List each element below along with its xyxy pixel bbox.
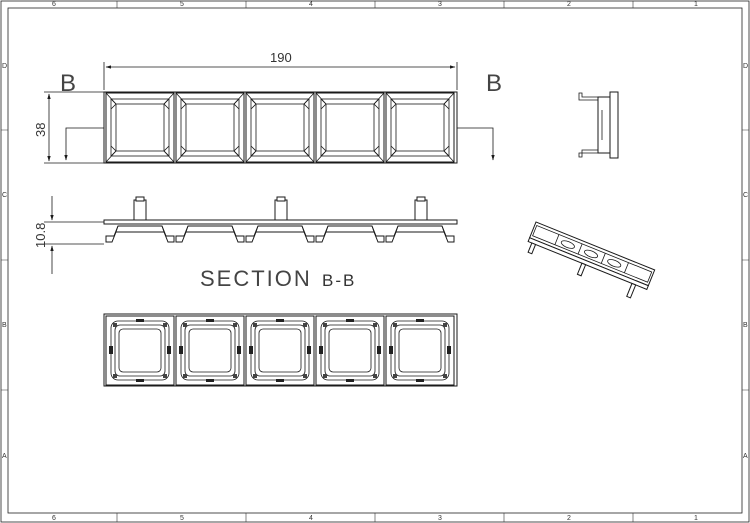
section-marker-right-label: B — [486, 70, 503, 97]
isometric-view — [527, 221, 656, 299]
side-view — [578, 91, 619, 159]
section-marker-left: B — [60, 70, 104, 161]
zone-row-left-c: C — [2, 192, 7, 199]
zone-col-top-3: 3 — [438, 1, 442, 8]
zone-row-right-c: C — [743, 192, 748, 199]
zone-row-left-a: A — [2, 453, 7, 460]
length-dimension: 190 — [103, 50, 458, 90]
zone-col-bottom-3: 3 — [438, 515, 442, 522]
section-title-label: SECTION — [200, 266, 312, 291]
zone-col-bottom-5: 5 — [180, 515, 184, 522]
top-view — [103, 91, 458, 164]
section-marker-right: B — [457, 70, 503, 161]
section-marker-left-label: B — [60, 70, 77, 97]
zone-row-left-b: B — [2, 322, 7, 329]
height-dimension-value: 38 — [33, 123, 48, 137]
zone-row-right-b: B — [743, 322, 748, 329]
section-height-dimension: 10.8 — [33, 196, 104, 274]
zone-col-bottom-6: 6 — [52, 515, 56, 522]
section-height-value: 10.8 — [33, 223, 48, 248]
zone-row-right-d: D — [743, 63, 748, 70]
zone-col-bottom-4: 4 — [309, 515, 313, 522]
zone-col-bottom-1: 1 — [694, 515, 698, 522]
height-dimension: 38 — [33, 91, 104, 164]
zone-row-right-a: A — [743, 453, 748, 460]
bottom-view — [103, 313, 458, 387]
zone-col-top-2: 2 — [567, 1, 571, 8]
section-title-name: B-B — [322, 271, 356, 290]
zone-col-top-6: 6 — [52, 1, 56, 8]
zone-col-top-1: 1 — [694, 1, 698, 8]
length-dimension-value: 190 — [270, 50, 292, 65]
zone-col-top-4: 4 — [309, 1, 313, 8]
zone-row-left-d: D — [2, 63, 7, 70]
section-view — [103, 196, 458, 243]
section-title: SECTION B-B — [200, 266, 356, 291]
zone-col-top-5: 5 — [180, 1, 184, 8]
zone-col-bottom-2: 2 — [567, 515, 571, 522]
